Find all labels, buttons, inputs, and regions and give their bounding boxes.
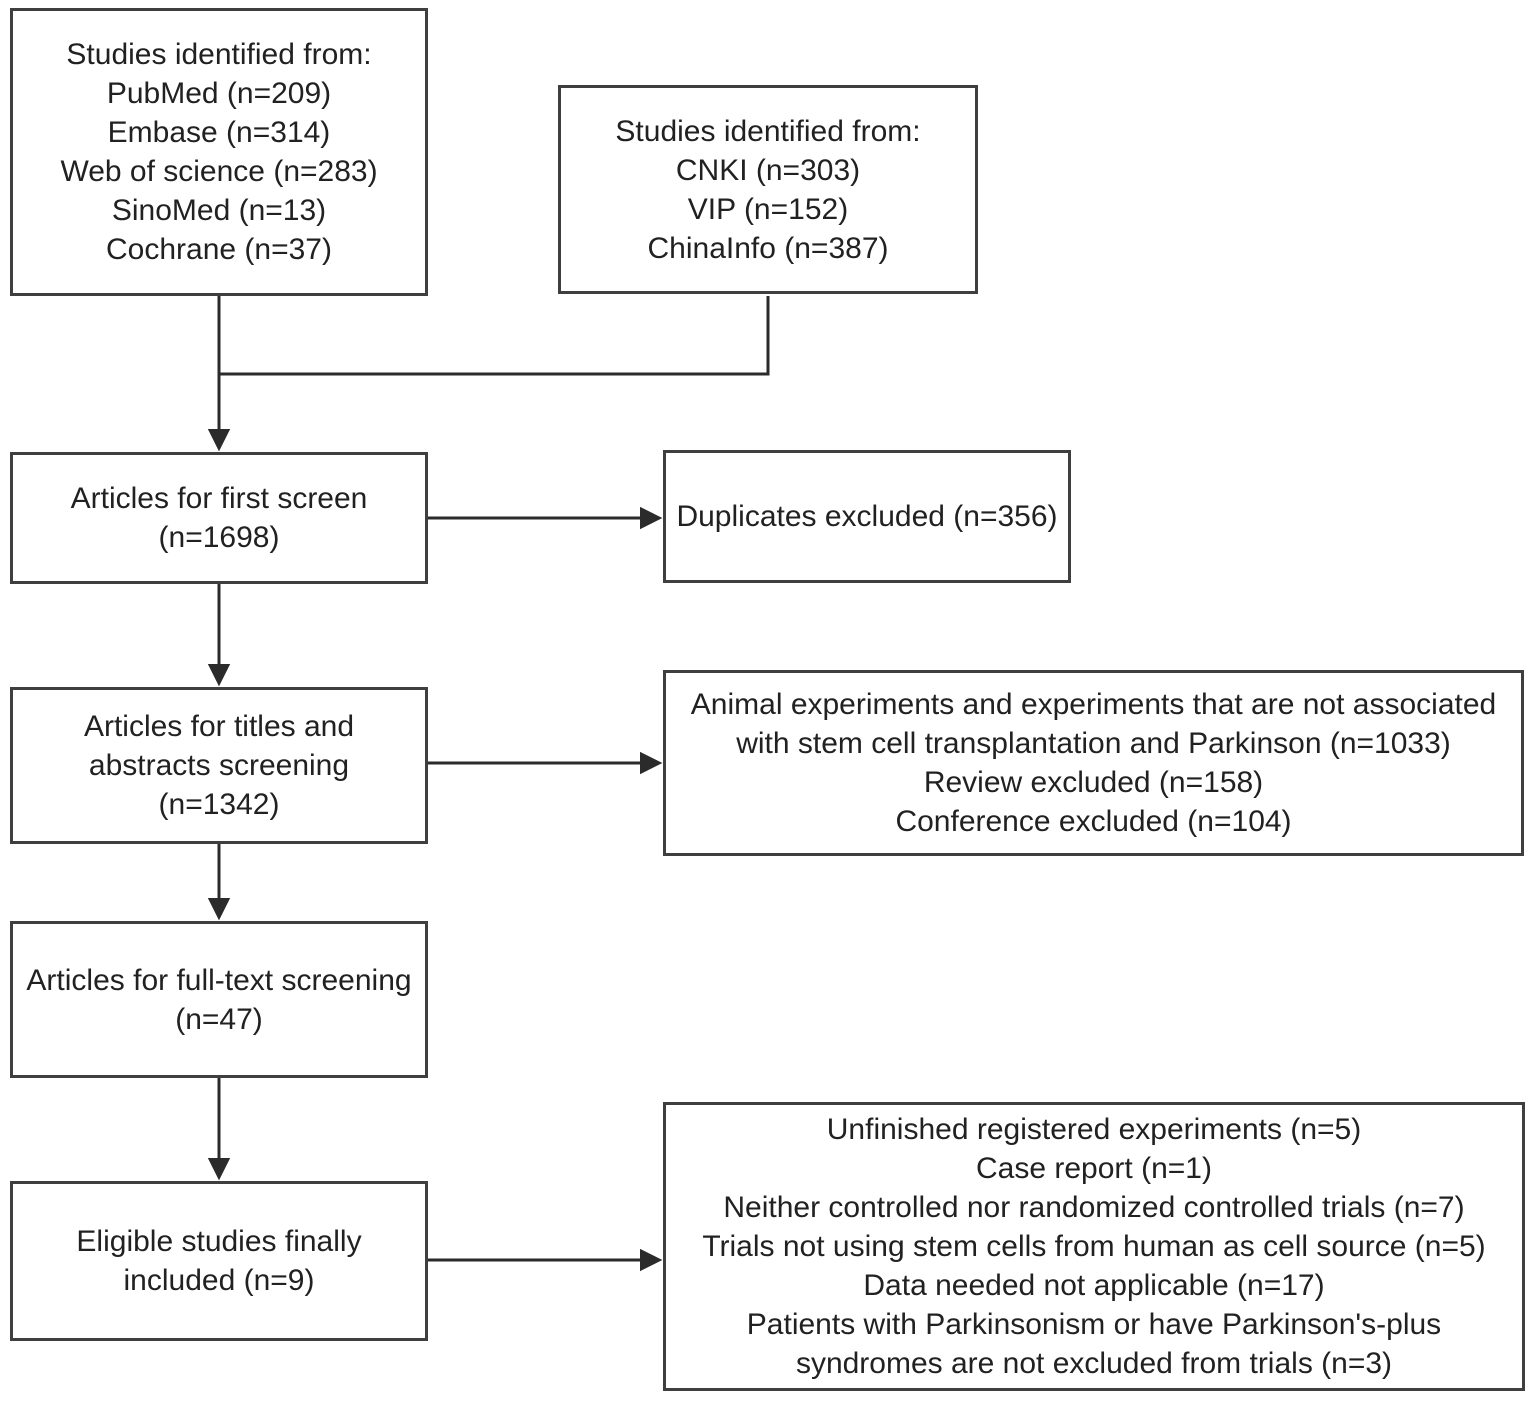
- box-titles-abstracts-exclusions: Animal experiments and experiments that …: [663, 670, 1524, 856]
- box-articles-first-screen-text: Articles for first screen (n=1698): [70, 482, 368, 554]
- box-titles-abstracts-screening-text: Articles for titles and abstracts screen…: [83, 710, 355, 821]
- box-studies-identified-chinese-databases-text: Studies identified from: CNKI (n=303) VI…: [615, 114, 921, 265]
- box-fulltext-screening: Articles for full-text screening (n=47): [10, 921, 428, 1078]
- box-studies-identified-databases: Studies identified from: PubMed (n=209) …: [10, 8, 428, 296]
- box-studies-identified-chinese-databases: Studies identified from: CNKI (n=303) VI…: [558, 85, 978, 294]
- box-duplicates-excluded: Duplicates excluded (n=356): [663, 450, 1071, 583]
- box-fulltext-exclusions: Unfinished registered experiments (n=5) …: [663, 1102, 1525, 1391]
- box-eligible-studies-included: Eligible studies finally included (n=9): [10, 1181, 428, 1341]
- box-fulltext-exclusions-text: Unfinished registered experiments (n=5) …: [702, 1113, 1486, 1380]
- merge-connector: [217, 296, 770, 376]
- box-titles-abstracts-screening: Articles for titles and abstracts screen…: [10, 687, 428, 844]
- box-studies-identified-databases-text: Studies identified from: PubMed (n=209) …: [60, 38, 378, 266]
- box-articles-first-screen: Articles for first screen (n=1698): [10, 452, 428, 584]
- box-fulltext-screening-text: Articles for full-text screening (n=47): [26, 963, 412, 1036]
- box-eligible-studies-included-text: Eligible studies finally included (n=9): [76, 1225, 362, 1297]
- box-titles-abstracts-exclusions-text: Animal experiments and experiments that …: [690, 688, 1497, 838]
- box-duplicates-excluded-text: Duplicates excluded (n=356): [676, 500, 1058, 533]
